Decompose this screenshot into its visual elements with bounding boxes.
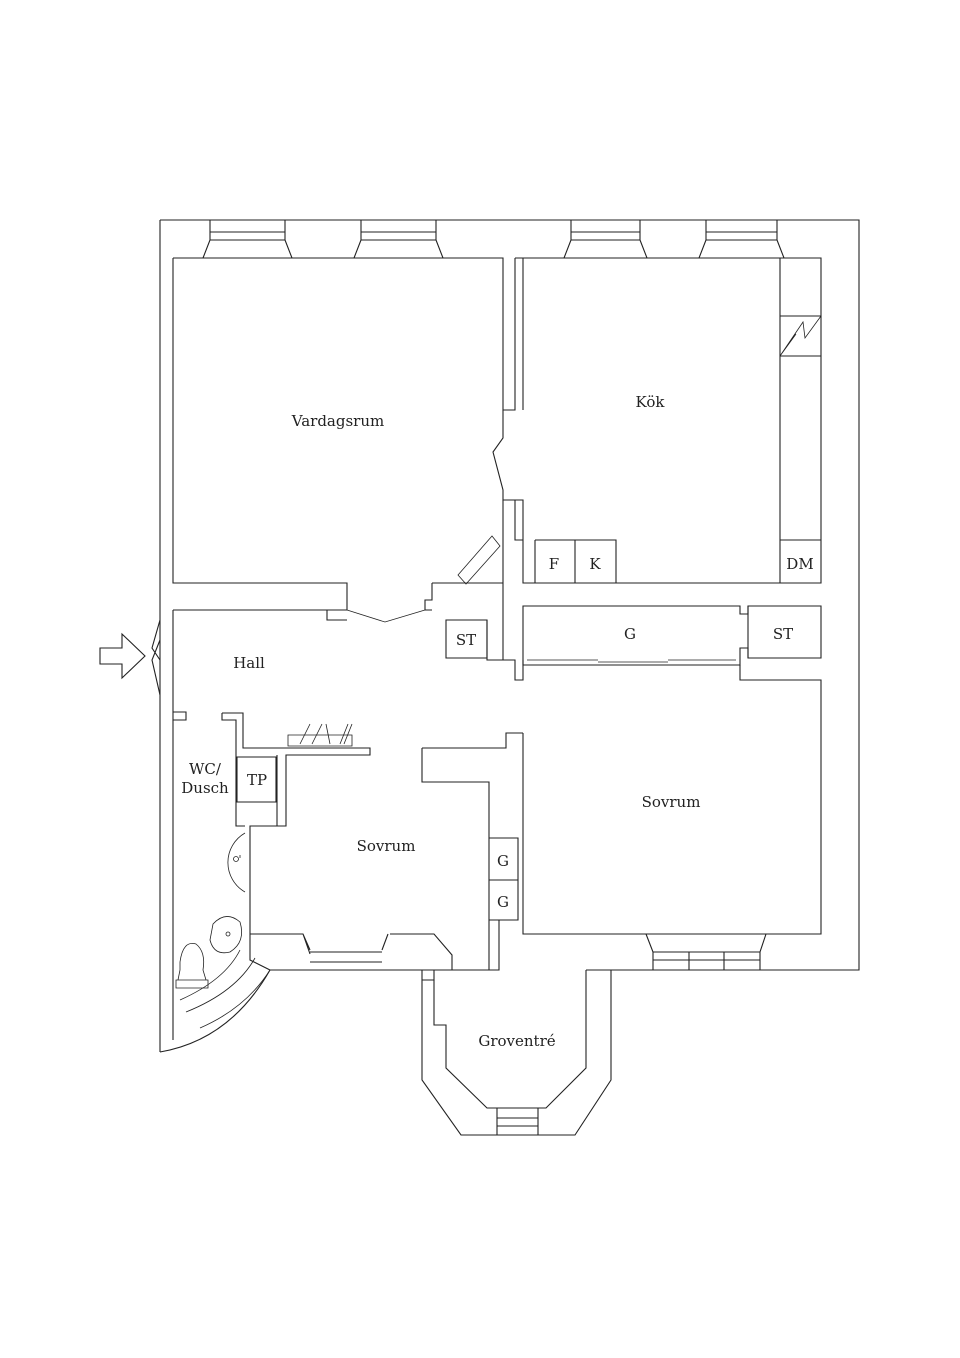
label-wc-line1: WC/ — [189, 760, 222, 778]
label-g-wardrobe: G — [624, 625, 636, 643]
room-sovrum-right — [645, 933, 767, 970]
room-sovrum-left — [250, 732, 523, 981]
label-f: F — [549, 555, 559, 573]
room-labels: Vardagsrum Kök F K DM ST G ST Hall WC/ D… — [181, 393, 813, 1050]
label-sovrum-right: Sovrum — [642, 793, 701, 811]
label-g-lower: G — [497, 893, 509, 911]
entrance-arrow-icon — [99, 632, 146, 680]
label-kok: Kök — [636, 393, 666, 411]
label-k: K — [589, 555, 601, 573]
room-kok — [502, 257, 822, 681]
top-windows — [202, 220, 785, 259]
label-dm: DM — [786, 555, 813, 573]
room-wc-dusch — [172, 712, 371, 1040]
wardrobe-row — [522, 605, 822, 935]
label-st-hall: ST — [456, 631, 476, 649]
label-tp: TP — [247, 771, 267, 789]
room-groventre — [433, 969, 611, 1135]
room-vardagsrum — [172, 257, 523, 623]
label-wc-line2: Dusch — [181, 779, 229, 797]
outer-walls — [159, 219, 860, 1136]
label-groventre: Groventré — [478, 1032, 555, 1050]
label-sovrum-left: Sovrum — [357, 837, 416, 855]
label-vardagsrum: Vardagsrum — [291, 412, 384, 430]
label-g-upper: G — [497, 852, 509, 870]
room-hall — [151, 609, 503, 721]
label-st-right: ST — [773, 625, 793, 643]
label-hall: Hall — [233, 654, 265, 672]
